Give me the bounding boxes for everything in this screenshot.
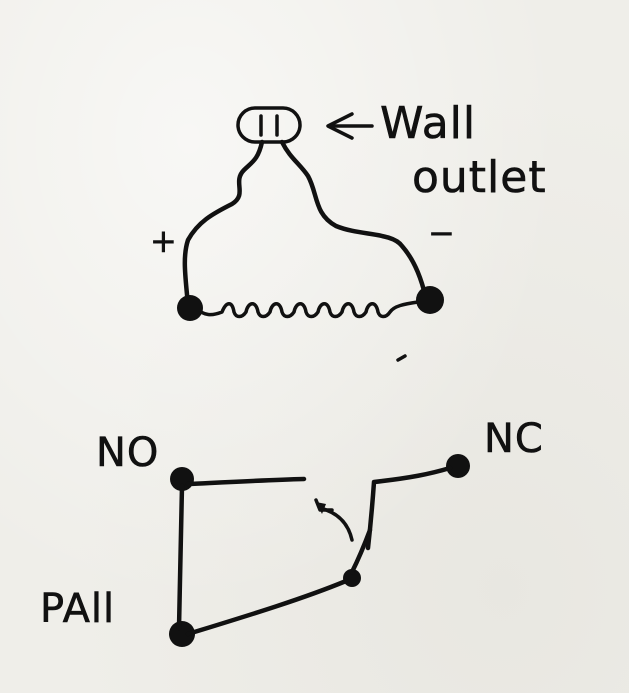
wall-outlet-plug (236, 106, 302, 144)
label-pall: PAll (40, 586, 115, 632)
label-plus: + (150, 222, 178, 260)
terminal-nc (446, 454, 470, 478)
label-nc: NC (484, 416, 544, 462)
label-no: NO (96, 430, 159, 476)
no-contact-wire (185, 476, 307, 487)
label-outlet: outlet (412, 152, 547, 203)
terminal-pall (169, 621, 195, 647)
actuation-arrow-icon (314, 498, 354, 542)
ink-speck (396, 354, 407, 362)
label-minus: − (428, 214, 456, 252)
relay-coil (194, 300, 420, 319)
coil-terminal-negative (416, 286, 444, 314)
outlet-body (236, 106, 302, 144)
pall-to-pivot-wire (185, 578, 349, 637)
coil-wire-negative (279, 139, 429, 301)
switch-armature (349, 527, 373, 575)
no-to-pall-wire (176, 483, 185, 631)
label-wall: Wall (380, 98, 476, 149)
outlet-arrow-icon (326, 112, 374, 140)
nc-contact-wire (365, 465, 453, 551)
coil-wire-positive (182, 139, 265, 309)
coil-terminal-positive (177, 295, 203, 321)
